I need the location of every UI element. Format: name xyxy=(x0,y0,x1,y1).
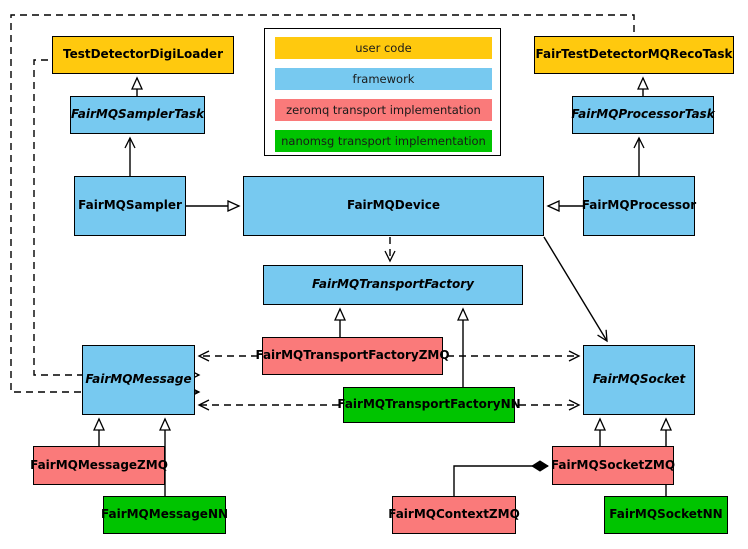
node-fairmq-transport-factory[interactable]: FairMQTransportFactory xyxy=(263,265,523,305)
node-fairmq-transport-factory-zmq[interactable]: FairMQTransportFactoryZMQ xyxy=(255,337,450,375)
node-fairmq-context-zmq[interactable]: FairMQContextZMQ xyxy=(388,496,520,534)
node-fairmq-device[interactable]: FairMQDevice xyxy=(243,176,544,236)
node-fairmq-processor-task[interactable]: FairMQProcessorTask xyxy=(571,96,715,134)
node-fairmq-transport-factory-nn[interactable]: FairMQTransportFactoryNN xyxy=(337,387,521,423)
node-fairmq-sampler-task[interactable]: FairMQSamplerTask xyxy=(70,96,205,134)
legend-item-nanomsg: nanomsg transport implementation xyxy=(275,130,492,152)
node-fairmq-processor[interactable]: FairMQProcessor xyxy=(582,176,696,236)
legend: user code framework zeromq transport imp… xyxy=(264,28,501,156)
legend-item-zeromq: zeromq transport implementation xyxy=(275,99,492,121)
node-fairmq-socket-nn[interactable]: FairMQSocketNN xyxy=(604,496,728,534)
legend-item-framework: framework xyxy=(275,68,492,90)
node-fairmq-socket[interactable]: FairMQSocket xyxy=(583,345,695,415)
node-fair-test-detector-mq-reco-task[interactable]: FairTestDetectorMQRecoTask xyxy=(534,36,734,74)
node-fairmq-sampler[interactable]: FairMQSampler xyxy=(74,176,186,236)
node-fairmq-message-nn[interactable]: FairMQMessageNN xyxy=(101,496,228,534)
node-fairmq-message-zmq[interactable]: FairMQMessageZMQ xyxy=(30,446,168,485)
legend-item-user-code: user code xyxy=(275,37,492,59)
node-test-detector-digi-loader[interactable]: TestDetectorDigiLoader xyxy=(52,36,234,74)
node-fairmq-socket-zmq[interactable]: FairMQSocketZMQ xyxy=(551,446,675,485)
node-fairmq-message[interactable]: FairMQMessage xyxy=(82,345,195,415)
